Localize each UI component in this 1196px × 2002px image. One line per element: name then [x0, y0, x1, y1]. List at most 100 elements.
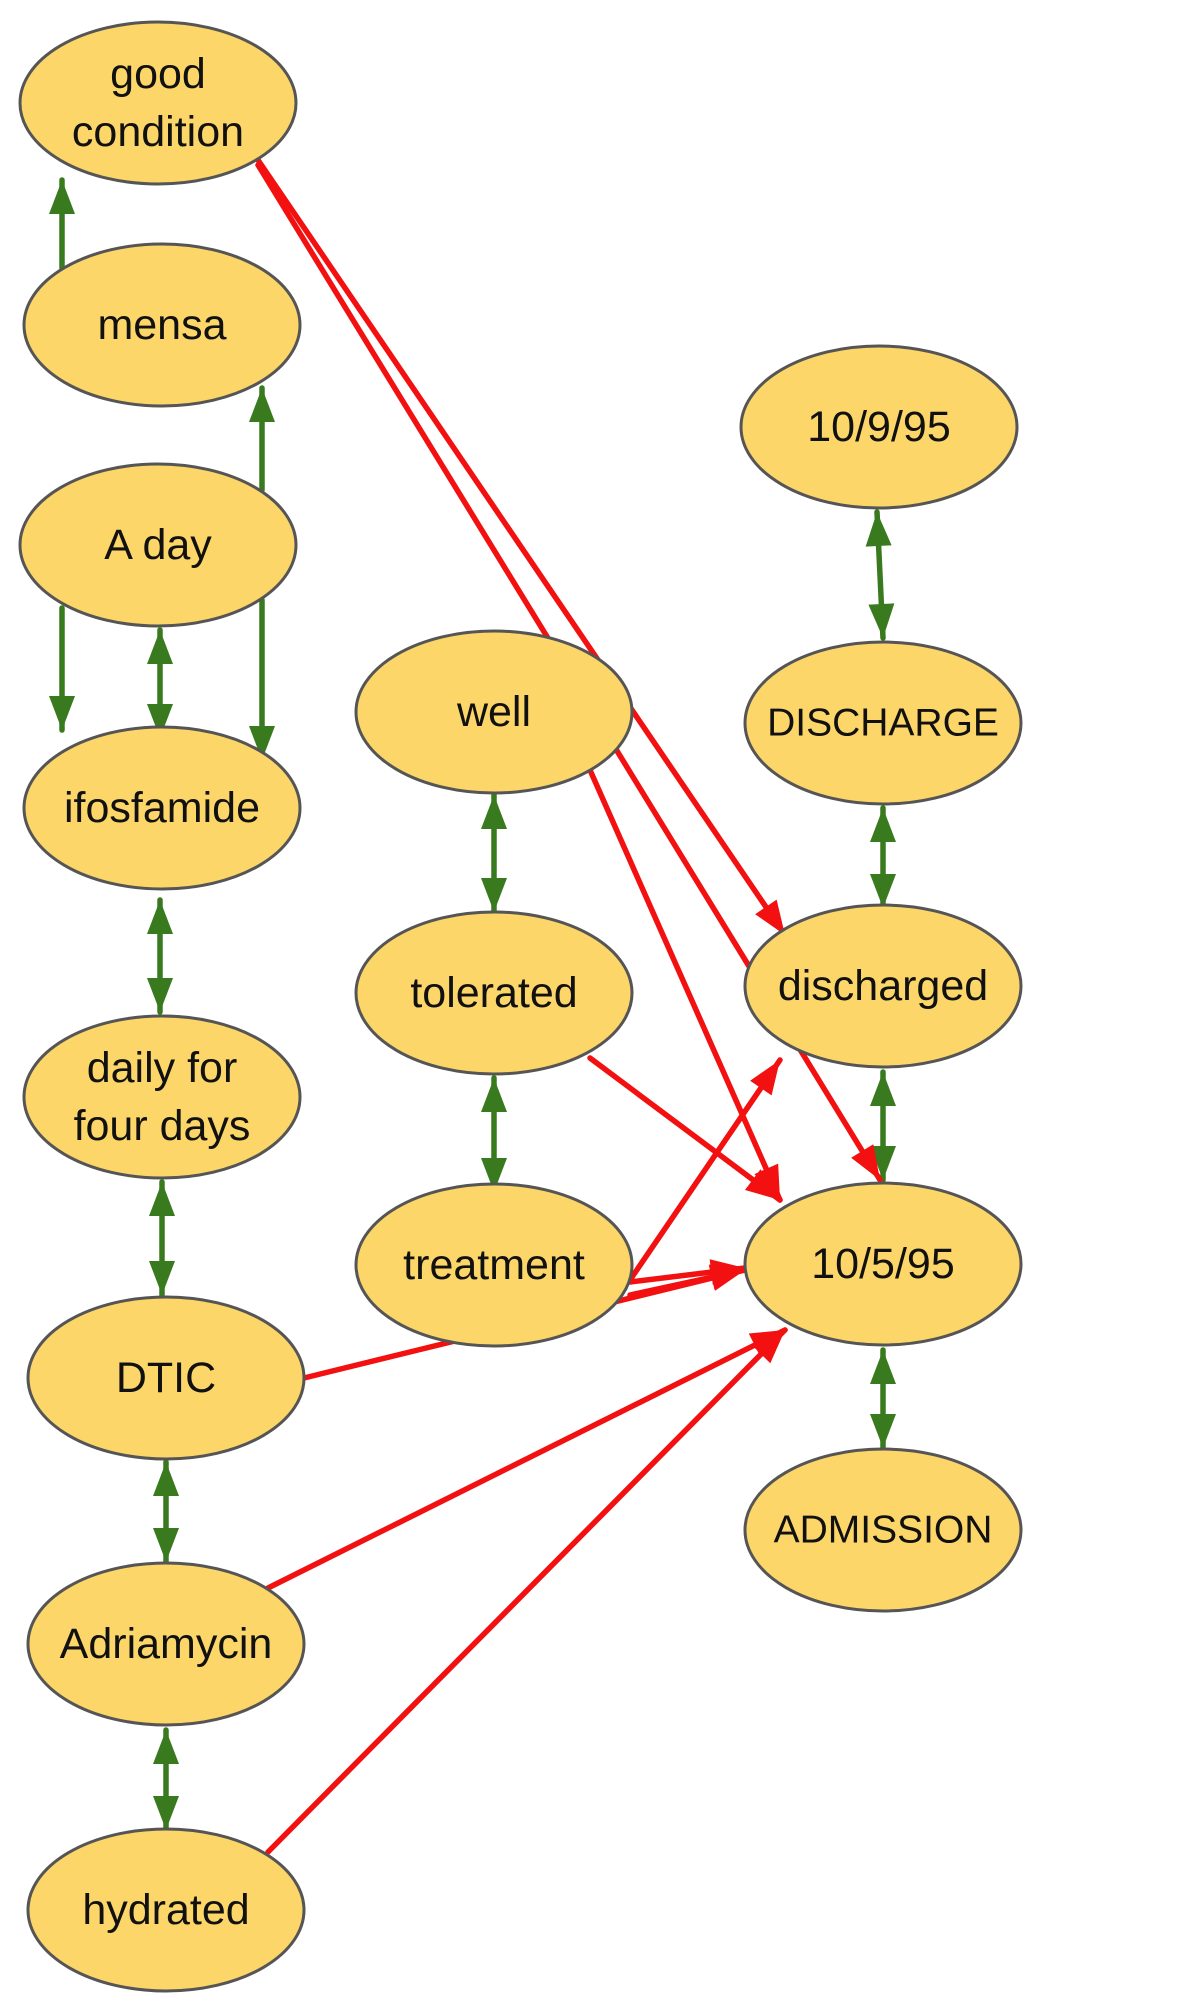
edge-arrowhead-start — [147, 900, 173, 934]
edge-arrowhead-start — [149, 1182, 175, 1216]
node-label: DTIC — [116, 1354, 216, 1402]
edge-arrowhead-end — [755, 899, 785, 935]
node-adriamycin: Adriamycin — [26, 1561, 306, 1727]
node-date-10-9-95: 10/9/95 — [739, 344, 1019, 510]
edge-arrowhead-end — [868, 603, 895, 638]
edge-arrowhead-end — [49, 696, 75, 730]
node-label: discharged — [778, 962, 988, 1010]
edge-arrowhead-start — [870, 808, 896, 842]
edge-arrowhead-end — [708, 1265, 745, 1291]
edge-arrowhead-end — [153, 1528, 179, 1562]
edge-arrowhead-end — [870, 1414, 896, 1448]
edge-arrowhead-end — [751, 1330, 785, 1364]
edge-arrowhead-end — [249, 388, 275, 422]
node-label: four days — [74, 1102, 251, 1150]
edge-line — [587, 767, 783, 1203]
node-date-10-5-95: 10/5/95 — [743, 1181, 1023, 1347]
node-label: 10/9/95 — [807, 403, 950, 451]
node-good-condition: good condition — [18, 20, 298, 186]
edge-dtic-to-adriamycin — [153, 1459, 179, 1565]
node-ellipse — [743, 1181, 1023, 1347]
node-label: condition — [72, 108, 244, 156]
edge-a_day-to-mensa — [249, 385, 275, 493]
node-ifosfamide: ifosfamide — [22, 725, 302, 891]
node-a-day: A day — [18, 462, 298, 628]
edge-arrowhead-start — [153, 1730, 179, 1764]
node-ellipse — [354, 1182, 634, 1348]
edge-arrowhead-end — [249, 726, 275, 760]
node-label: well — [456, 688, 531, 736]
edge-line — [301, 1267, 748, 1381]
edge-line — [265, 1327, 788, 1591]
node-label: good — [110, 50, 206, 98]
node-ellipse — [22, 725, 302, 891]
edge-arrowhead-end — [153, 1796, 179, 1830]
node-ellipse — [743, 903, 1023, 1069]
edge-arrowhead-end — [49, 180, 75, 214]
node-ellipse — [26, 1295, 306, 1461]
edge-arrowhead-end — [481, 1158, 507, 1192]
edge-arrowhead-end — [744, 1169, 780, 1200]
node-label: DISCHARGE — [767, 702, 999, 745]
node-mensa: mensa — [22, 242, 302, 408]
edge-a_day-to-ifosfamide — [49, 597, 275, 763]
edge-treatment-to-discharged — [627, 1057, 783, 1283]
edge-arrowhead-end — [870, 1146, 896, 1180]
node-label: ADMISSION — [774, 1509, 993, 1552]
edge-arrowhead-start — [870, 1072, 896, 1106]
edge-arrowhead-end — [147, 978, 173, 1012]
node-label: tolerated — [410, 969, 577, 1017]
node-ellipse — [354, 629, 634, 795]
edge-arrowhead-end — [149, 1261, 175, 1295]
node-well: well — [354, 629, 634, 795]
edge-line — [265, 1327, 788, 1855]
edge-line — [627, 1057, 783, 1283]
edge-hydrated-to-date_10_5_95 — [265, 1327, 788, 1855]
edge-dtic-to-date_10_5_95 — [301, 1265, 748, 1381]
edge-arrowhead-end — [750, 1060, 780, 1096]
edge-discharge-to-discharged — [870, 805, 896, 911]
node-label: treatment — [403, 1241, 585, 1289]
edge-arrowhead-end — [481, 878, 507, 912]
node-admission: ADMISSION — [743, 1447, 1023, 1613]
node-ellipse — [26, 1561, 306, 1727]
node-label: Adriamycin — [60, 1620, 273, 1668]
edge-arrowhead-end — [870, 874, 896, 908]
node-label: ifosfamide — [64, 784, 260, 832]
node-ellipse — [743, 1447, 1023, 1613]
node-ellipse — [739, 344, 1019, 510]
node-dtic: DTIC — [26, 1295, 306, 1461]
node-label: A day — [104, 521, 212, 569]
edge-adriamycin-to-hydrated — [153, 1727, 179, 1833]
edge-discharged-to-date_10_5_95 — [870, 1069, 896, 1183]
edge-line — [255, 157, 788, 938]
edge-well-to-tolerated — [481, 792, 507, 915]
node-ellipse — [22, 242, 302, 408]
edge-arrowhead-start — [147, 630, 173, 664]
edge-date_10_5_95-to-admission — [870, 1347, 896, 1451]
node-ellipse — [18, 20, 298, 186]
node-hydrated: hydrated — [26, 1827, 306, 1993]
node-ellipse — [22, 1014, 302, 1180]
edge-tolerated-to-treatment — [481, 1075, 507, 1195]
node-label: hydrated — [82, 1886, 249, 1934]
node-discharge: DISCHARGE — [743, 640, 1023, 806]
edge-mensa-to-good_condition — [49, 177, 75, 271]
edge-a_day-to-ifosfamide — [147, 627, 173, 741]
node-label: 10/5/95 — [811, 1240, 954, 1288]
edge-date_10_9_95-to-discharge — [865, 509, 895, 641]
edge-arrowhead-start — [870, 1350, 896, 1384]
edge-arrowhead-end — [147, 704, 173, 738]
edge-line — [587, 1055, 783, 1203]
edge-good_condition-to-discharged — [255, 157, 788, 938]
edges-layer — [49, 157, 896, 1855]
edge-arrowhead-start — [481, 1078, 507, 1112]
node-ellipse — [18, 462, 298, 628]
node-treatment: treatment — [354, 1182, 634, 1348]
edge-ifosfamide-to-daily_for_four_days — [147, 897, 173, 1015]
edge-arrowhead-end — [851, 1144, 880, 1180]
node-ellipse — [26, 1827, 306, 1993]
node-label: mensa — [97, 301, 226, 349]
edge-tolerated-to-date_10_5_95 — [587, 1055, 783, 1203]
